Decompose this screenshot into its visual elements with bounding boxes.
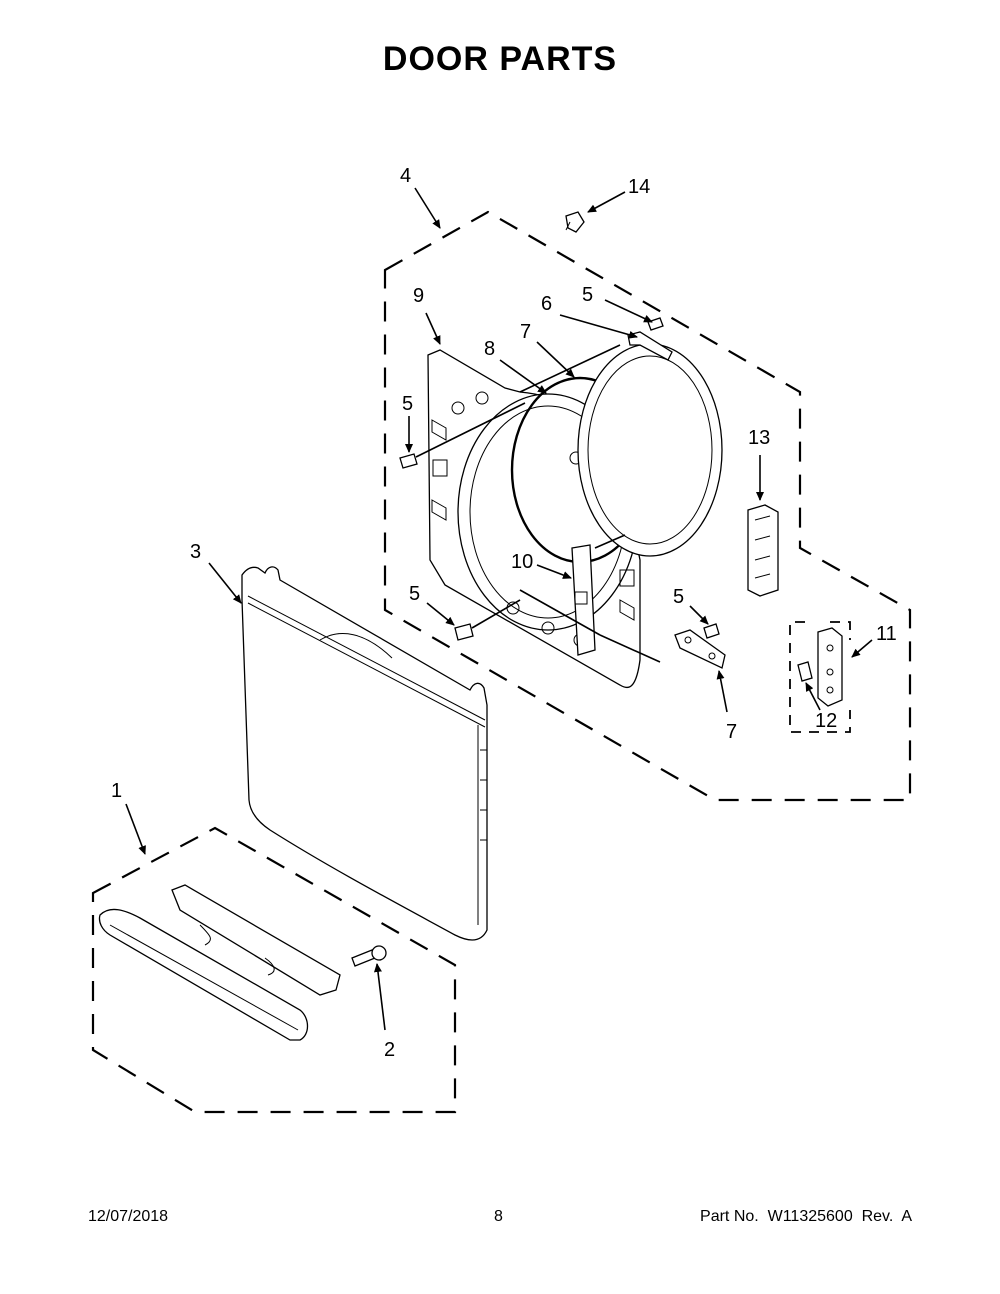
screw-lower-right — [703, 623, 720, 639]
screw-lower-left — [454, 623, 474, 641]
callout-labels: 1 2 3 4 5 5 5 5 6 7 7 8 9 10 11 12 13 14 — [111, 165, 897, 1061]
callout-5-upper: 5 — [582, 284, 593, 306]
page-title: DOOR PARTS — [382, 40, 618, 78]
handle-screw — [351, 945, 387, 967]
footer-part-number: Part No. W11325600 Rev. A — [700, 1208, 912, 1225]
callout-5-lower-right: 5 — [673, 586, 684, 608]
callout-10: 10 — [511, 551, 533, 573]
latch-assembly — [817, 627, 843, 707]
footer-date: 12/07/2018 — [88, 1208, 169, 1225]
lower-hinge-bracket — [674, 629, 726, 669]
outer-door-panel — [241, 566, 488, 941]
door-handle — [98, 884, 341, 1041]
hinge-plate — [571, 544, 596, 656]
callout-2: 2 — [384, 1039, 395, 1061]
door-strike — [747, 504, 779, 597]
callout-7-upper: 7 — [520, 321, 531, 343]
footer-page-number: 8 — [494, 1208, 503, 1225]
callout-5-left: 5 — [402, 393, 413, 415]
door-bowl — [577, 343, 723, 557]
callout-3: 3 — [190, 541, 201, 563]
callout-11: 11 — [876, 623, 897, 645]
callout-5-lower-left: 5 — [409, 583, 420, 605]
leader-lines — [125, 187, 873, 1031]
callout-8: 8 — [484, 338, 495, 360]
push-rivet — [565, 211, 585, 233]
callout-4: 4 — [400, 165, 411, 187]
screw-left — [399, 453, 418, 469]
latch-clip — [797, 661, 813, 682]
screw-upper-hinge — [647, 317, 664, 331]
upper-hinge — [627, 331, 673, 361]
callout-12: 12 — [815, 710, 837, 732]
handle-assembly-boundary — [91, 826, 457, 1114]
callout-7-lower: 7 — [726, 721, 737, 743]
door-assembly-boundary — [383, 210, 912, 802]
callout-1: 1 — [111, 780, 122, 802]
callout-6: 6 — [541, 293, 552, 315]
callout-9: 9 — [413, 285, 424, 307]
callout-13: 13 — [748, 427, 770, 449]
callout-14: 14 — [628, 176, 650, 198]
latch-bracket-boundary — [789, 621, 851, 733]
